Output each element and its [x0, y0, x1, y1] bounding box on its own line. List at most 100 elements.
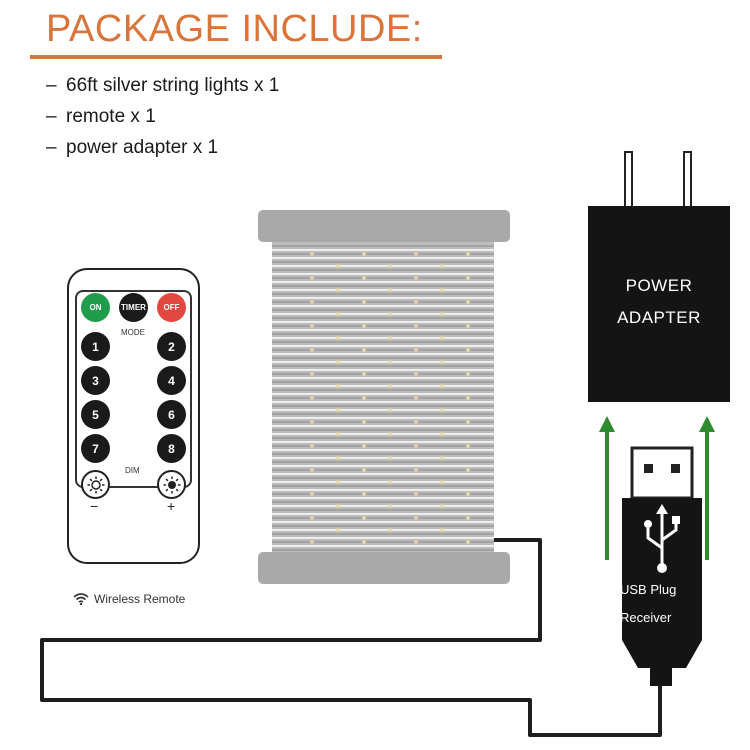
usb-label-line1: USB Plug	[620, 582, 677, 597]
led-dot	[440, 312, 444, 316]
led-dot	[388, 432, 392, 436]
led-dot	[466, 372, 470, 376]
led-dot	[362, 252, 366, 256]
light-spool	[258, 210, 510, 584]
led-dot	[310, 540, 314, 544]
remote-minus-sign: −	[90, 498, 99, 514]
usb-plug	[622, 446, 702, 686]
led-dot	[414, 252, 418, 256]
led-dot	[388, 312, 392, 316]
power-cable	[40, 538, 662, 737]
usb-neck	[650, 668, 672, 686]
remote-button-5[interactable]: 5	[81, 400, 110, 429]
led-dot	[336, 408, 340, 412]
led-dot	[362, 324, 366, 328]
led-dot	[440, 480, 444, 484]
package-item-text: power adapter x 1	[66, 137, 219, 158]
remote-mode-label: MODE	[121, 328, 145, 337]
remote-button-6[interactable]: 6	[157, 400, 186, 429]
led-dot	[362, 300, 366, 304]
remote-button-7[interactable]: 7	[81, 434, 110, 463]
led-dot	[414, 420, 418, 424]
led-dot	[440, 432, 444, 436]
spool-top-flange	[258, 210, 510, 242]
led-dot	[362, 276, 366, 280]
remote-button-4[interactable]: 4	[157, 366, 186, 395]
remote-button-2[interactable]: 2	[157, 332, 186, 361]
led-dot	[466, 420, 470, 424]
adapter-prong-left	[624, 151, 633, 208]
led-dot	[440, 264, 444, 268]
led-dot	[414, 324, 418, 328]
led-dot	[466, 396, 470, 400]
led-dot	[336, 480, 340, 484]
remote-button-1[interactable]: 1	[81, 332, 110, 361]
led-dot	[336, 336, 340, 340]
led-dot	[440, 336, 444, 340]
remote-button-8[interactable]: 8	[157, 434, 186, 463]
wifi-icon	[73, 593, 89, 605]
led-dot	[388, 264, 392, 268]
remote-dim-label: DIM	[125, 466, 140, 475]
wire-wraps	[272, 245, 494, 551]
led-dot	[466, 492, 470, 496]
led-dot	[466, 444, 470, 448]
led-dot	[362, 420, 366, 424]
led-dot	[414, 516, 418, 520]
led-dot	[414, 444, 418, 448]
remote-control: ON TIMER OFF MODE 1 2 3 4 5 6 7 8 DIM	[67, 268, 200, 564]
led-dot	[440, 456, 444, 460]
led-dot	[310, 468, 314, 472]
led-dot	[362, 516, 366, 520]
led-dot	[362, 396, 366, 400]
led-dot	[440, 288, 444, 292]
led-dot	[466, 324, 470, 328]
adapter-body	[588, 206, 730, 402]
remote-on-button[interactable]: ON	[81, 293, 110, 322]
led-dot	[440, 408, 444, 412]
led-dot	[440, 360, 444, 364]
led-dot	[414, 396, 418, 400]
remote-dim-up-button[interactable]	[157, 470, 186, 499]
led-dot	[362, 372, 366, 376]
led-dot	[466, 348, 470, 352]
led-dot	[414, 540, 418, 544]
led-dot	[310, 324, 314, 328]
led-dot	[440, 384, 444, 388]
led-dot	[414, 300, 418, 304]
led-dot	[310, 396, 314, 400]
led-dot	[414, 372, 418, 376]
led-dot	[310, 252, 314, 256]
led-dot	[414, 492, 418, 496]
remote-off-button[interactable]: OFF	[157, 293, 186, 322]
led-dot	[336, 504, 340, 508]
wireless-remote-caption-text: Wireless Remote	[94, 592, 186, 606]
power-adapter	[588, 151, 730, 402]
led-dot	[388, 480, 392, 484]
led-dot	[388, 504, 392, 508]
wireless-remote-caption: Wireless Remote	[73, 592, 185, 606]
led-dot	[310, 516, 314, 520]
led-dot	[466, 516, 470, 520]
led-dot	[336, 288, 340, 292]
remote-dim-down-button[interactable]	[81, 470, 110, 499]
remote-timer-button[interactable]: TIMER	[119, 293, 148, 322]
led-dot	[310, 372, 314, 376]
led-dot	[414, 348, 418, 352]
adapter-label: POWER ADAPTER	[588, 270, 730, 334]
sun-bright-icon	[163, 476, 180, 493]
led-dot	[362, 492, 366, 496]
led-dot	[336, 432, 340, 436]
remote-button-3[interactable]: 3	[81, 366, 110, 395]
led-dot	[466, 300, 470, 304]
led-dot	[336, 456, 340, 460]
led-dot	[362, 348, 366, 352]
usb-connector	[630, 446, 694, 500]
adapter-label-line2: ADAPTER	[617, 308, 701, 327]
led-dot	[388, 288, 392, 292]
package-item: –power adapter x 1	[46, 137, 219, 158]
remote-keypad	[75, 290, 192, 488]
led-dot	[466, 252, 470, 256]
led-dot	[362, 444, 366, 448]
